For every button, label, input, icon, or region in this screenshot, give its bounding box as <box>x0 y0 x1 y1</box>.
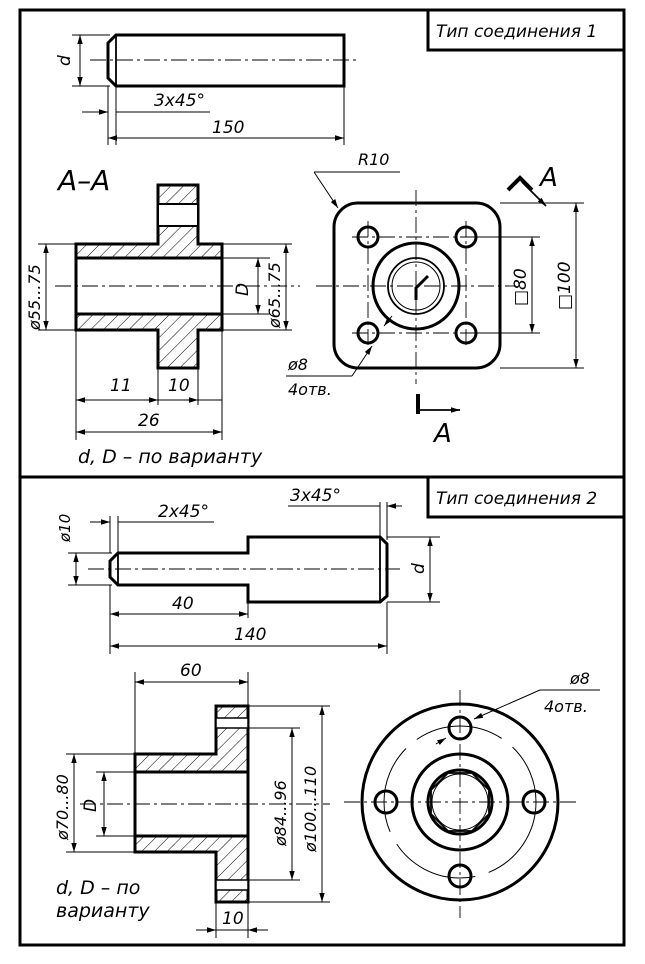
dim-hole-1: ø8 <box>287 355 308 374</box>
dim-d10: ø10 <box>56 514 74 543</box>
dim-holes-count-1: 4отв. <box>288 380 332 399</box>
dim-10-2: 10 <box>222 909 244 929</box>
dim-d-2: d <box>409 563 429 574</box>
cut-mark-bottom: A <box>416 394 460 449</box>
dim-D-2: D <box>81 799 101 812</box>
cut-mark-top: A <box>506 163 558 207</box>
dim-10-1: 10 <box>168 376 190 396</box>
pin-2: ø10 2x45° 3x45° d 40 14 <box>56 486 440 654</box>
dim-40: 40 <box>172 594 194 614</box>
section-label-aa: A–A <box>56 164 110 197</box>
dim-chamfer-small: 2x45° <box>158 502 209 522</box>
dim-length-1: 150 <box>212 118 244 138</box>
note-2-line2: варианту <box>56 900 150 922</box>
pin-1: d 3x45° 150 <box>55 33 360 145</box>
flange-section-2: 60 ø70...80 D ø84...96 ø100...110 <box>53 661 330 938</box>
title-2: Тип соединения 2 <box>436 489 597 509</box>
dim-holes-count-2: 4отв. <box>544 697 588 716</box>
dim-d-1: d <box>55 55 75 66</box>
round-flange-view: ø8 4отв. <box>344 669 600 918</box>
dim-140: 140 <box>234 625 266 645</box>
dim-26: 26 <box>138 411 160 431</box>
section-1: Тип соединения 1 d 3x45° 150 A–A <box>25 8 626 468</box>
title-box-2 <box>426 475 626 519</box>
dim-60: 60 <box>180 661 202 681</box>
dim-chamfer-large: 3x45° <box>290 486 341 506</box>
dim-flange: ø100...110 <box>301 766 320 853</box>
flange-section-1: ø55...75 D ø65...75 11 10 26 <box>25 183 300 440</box>
dim-R10: R10 <box>358 150 389 169</box>
dim-11: 11 <box>110 376 132 396</box>
dim-bore-1: ø55...75 <box>25 264 44 331</box>
note-2-line1: d, D – по <box>56 877 140 899</box>
dim-D-1: D <box>233 283 253 296</box>
view-mark-top: A <box>538 163 558 193</box>
dim-hole-2: ø8 <box>569 669 590 688</box>
dim-bore-2: ø70...80 <box>53 774 72 841</box>
title-1: Тип соединения 1 <box>436 22 597 42</box>
dim-square80: □80 <box>511 268 531 306</box>
title-box-1 <box>426 8 626 52</box>
dim-outer-1: ø65...75 <box>265 262 284 329</box>
dim-chamfer-1: 3x45° <box>154 91 205 111</box>
note-1: d, D – по варианту <box>78 446 263 468</box>
section-2: Тип соединения 2 ø10 2x45° 3x45° <box>53 475 626 938</box>
square-flange-view: R10 □80 □100 ø8 4отв. <box>286 150 584 399</box>
dim-square100: □100 <box>555 261 575 310</box>
view-mark-bottom: A <box>432 419 452 449</box>
dim-hub: ø84...96 <box>271 780 290 847</box>
